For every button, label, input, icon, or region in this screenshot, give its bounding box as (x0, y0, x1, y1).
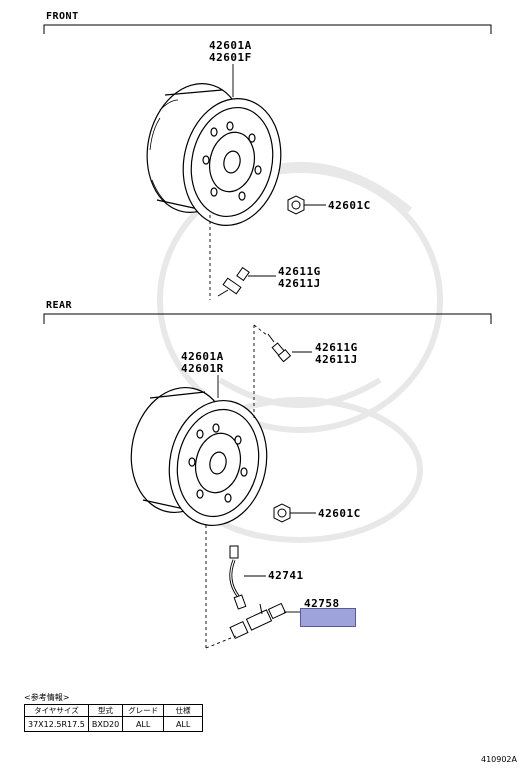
rear-valve-extension-icon (229, 602, 287, 640)
selected-part-highlight[interactable] (300, 608, 356, 627)
front-valve-part-number-j[interactable]: 42611J (278, 277, 321, 290)
reference-caption: <参考情報> (24, 693, 70, 702)
rear-wheel-part-number-a[interactable]: 42601A (181, 350, 224, 363)
front-wheel-part-number-a[interactable]: 42601A (209, 39, 252, 52)
front-bracket (43, 24, 492, 34)
front-wheel-part-number-f[interactable]: 42601F (209, 51, 252, 64)
front-nut-part-number[interactable]: 42601C (328, 199, 371, 212)
diagram-code: 410902A (480, 755, 517, 764)
front-valve-icon (217, 266, 250, 297)
rear-hose-icon (229, 545, 247, 610)
header-spec: 仕様 (163, 704, 204, 717)
cell-spec: ALL (163, 716, 204, 732)
cell-grade: ALL (122, 716, 165, 732)
rear-valve-extension-part-number[interactable]: 42758 (304, 597, 340, 610)
rear-bracket (43, 313, 492, 324)
header-tire-size: タイヤサイズ (24, 704, 89, 717)
reference-table: タイヤサイズ 型式 グレード 仕様 37X12.5R17.5 BXD20 ALL… (24, 704, 204, 732)
reference-table-header: タイヤサイズ 型式 グレード 仕様 (24, 704, 204, 717)
cell-model: BXD20 (87, 716, 124, 732)
front-valve-part-number-g[interactable]: 42611G (278, 265, 321, 278)
rear-valve-part-number-j[interactable]: 42611J (315, 353, 358, 366)
table-row: 37X12.5R17.5 BXD20 ALL ALL (24, 716, 204, 732)
rear-wheel-icon (130, 386, 268, 527)
cell-tire-size: 37X12.5R17.5 (24, 716, 89, 732)
header-grade: グレード (122, 704, 165, 717)
watermark-crest (157, 162, 443, 543)
front-wheel-icon (146, 83, 282, 226)
header-model: 型式 (87, 704, 124, 717)
rear-nut-icon (273, 503, 291, 523)
rear-wheel-part-number-r[interactable]: 42601R (181, 362, 224, 375)
rear-nut-part-number[interactable]: 42601C (318, 507, 361, 520)
front-nut-icon (287, 195, 305, 215)
front-section-title: FRONT (46, 11, 79, 22)
front-leaders (209, 64, 326, 300)
rear-leaders (205, 324, 316, 649)
rear-valve-icon (267, 333, 292, 363)
rear-valve-part-number-g[interactable]: 42611G (315, 341, 358, 354)
rear-section-title: REAR (46, 300, 73, 311)
rear-hose-part-number[interactable]: 42741 (268, 569, 304, 582)
